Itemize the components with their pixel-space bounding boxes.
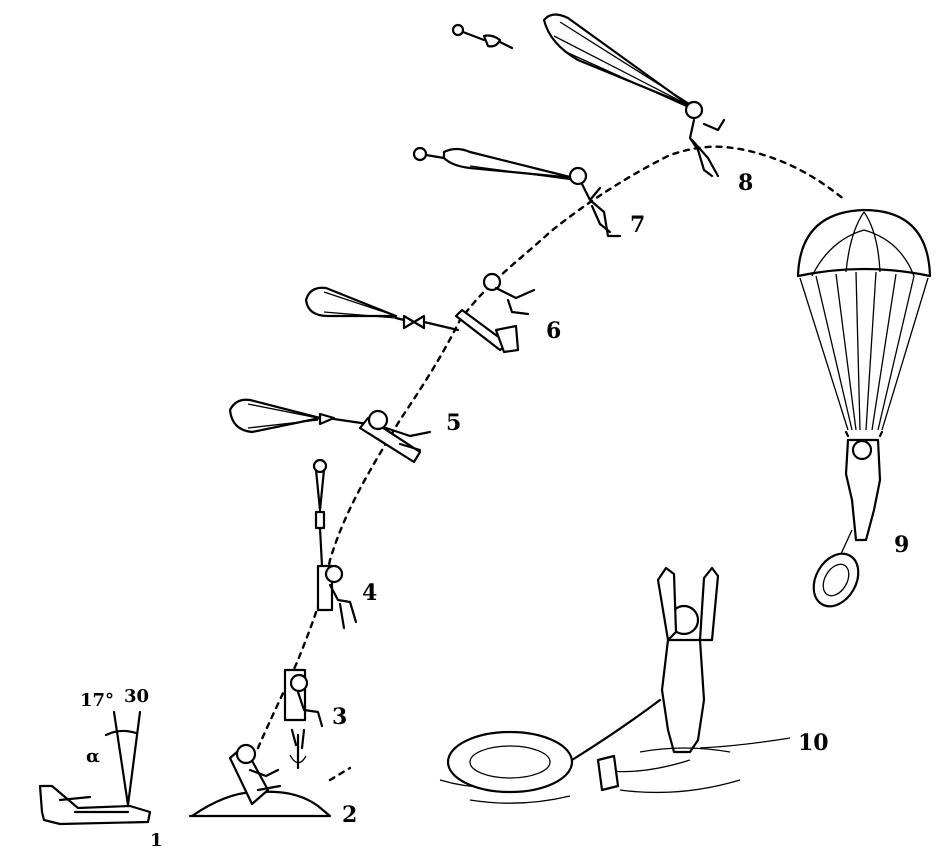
stage-3-seat-rising: 3: [283, 668, 347, 770]
stage-10-water-landing: 10: [439, 566, 829, 804]
stage-8-label: 8: [738, 170, 753, 196]
stage-7-pilot-drogue: 7: [412, 146, 645, 238]
stage-3-label: 3: [332, 704, 347, 730]
stage-1-label: 1: [150, 830, 163, 850]
stage-6-seat-separation: 6: [304, 272, 561, 354]
stage-2-seat-ejecting: 2: [188, 743, 357, 828]
stage-5-label: 5: [446, 410, 461, 436]
stage-4-label: 4: [362, 580, 377, 606]
stage-9-canopy-descent: 9: [796, 208, 932, 608]
stage-8-main-chute-deploying: 8: [451, 13, 753, 196]
stage-10-label: 10: [798, 730, 829, 756]
stage-9-label: 9: [894, 532, 909, 558]
trajectory-path: [256, 145, 847, 750]
trajectory-tail: [328, 766, 352, 782]
angle-minutes: 30: [124, 686, 149, 707]
stage-1-aircraft: α 17° 30 1: [38, 686, 163, 850]
stage-5-seat-horizontal: 5: [228, 398, 461, 464]
stage-2-label: 2: [342, 802, 357, 828]
stage-7-label: 7: [630, 212, 645, 238]
angle-degrees: 17°: [80, 690, 114, 711]
angle-symbol: α: [86, 746, 100, 767]
stage-4-seat-drogue: 4: [312, 458, 377, 630]
stage-6-label: 6: [546, 318, 561, 344]
